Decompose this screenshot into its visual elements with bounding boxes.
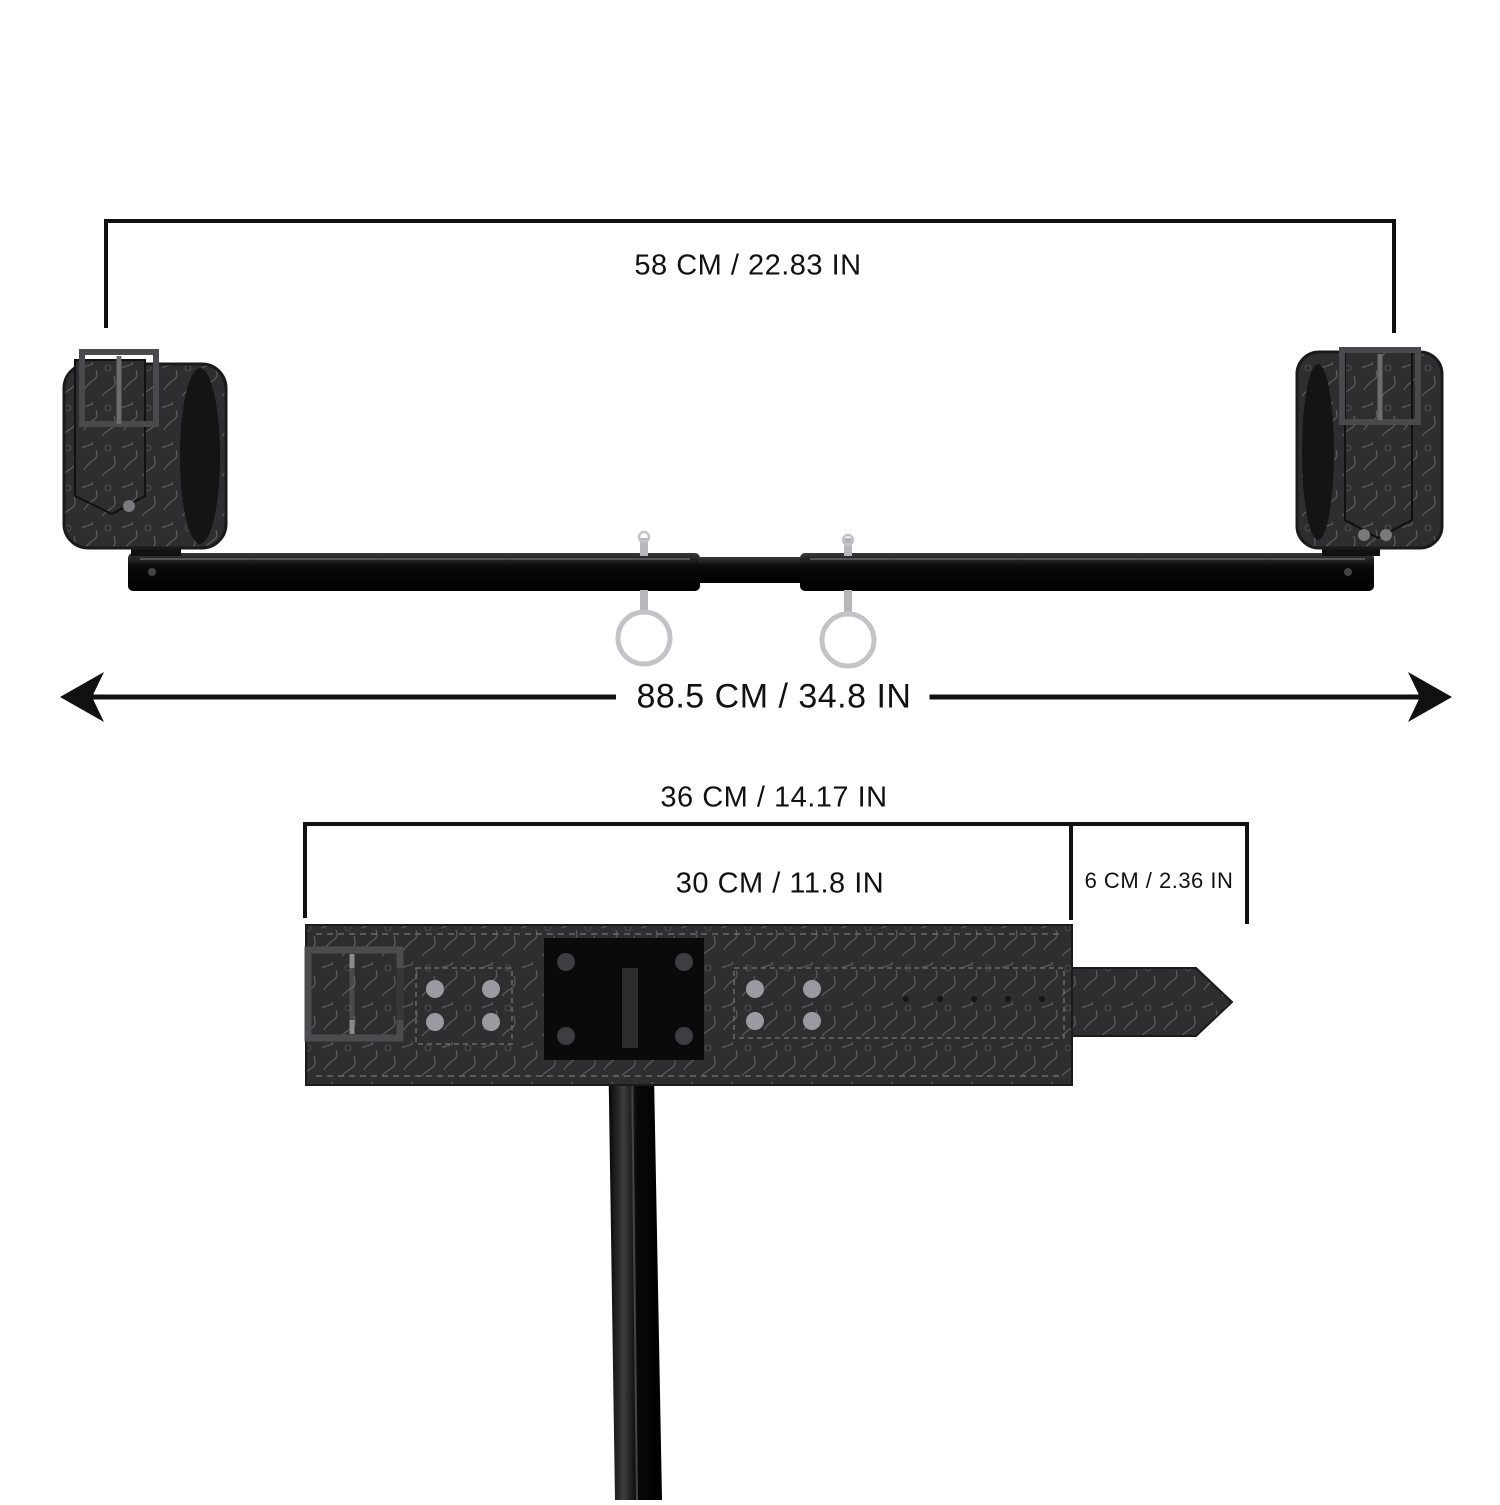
bar-length-arrow — [60, 672, 1452, 722]
cuff-total-length-label: 36 CM / 14.17 IN — [660, 781, 888, 814]
cuff-detail-brackets — [303, 822, 1249, 924]
flat-cuff — [304, 924, 1234, 1086]
cuff-left — [62, 349, 228, 556]
cuff-body-length-label: 30 CM / 11.8 IN — [675, 867, 885, 900]
rivets — [426, 980, 821, 1031]
buckle-icon — [1339, 347, 1421, 425]
arrow-right-icon — [1408, 672, 1452, 722]
pin-ring-right — [819, 533, 877, 669]
cuff-right — [1295, 347, 1444, 556]
cuff-span-label: 58 CM / 22.83 IN — [634, 249, 862, 282]
pin-ring-left — [615, 530, 673, 667]
arrow-left-icon — [60, 672, 104, 722]
strap-tip-length-label: 6 CM / 2.36 IN — [1084, 868, 1234, 893]
spreader-bar — [128, 553, 1374, 591]
cuff-strap-tip — [1069, 967, 1234, 1037]
cuff-span-bracket — [104, 219, 1396, 333]
bar-length-label: 88.5 CM / 34.8 IN — [618, 677, 930, 717]
